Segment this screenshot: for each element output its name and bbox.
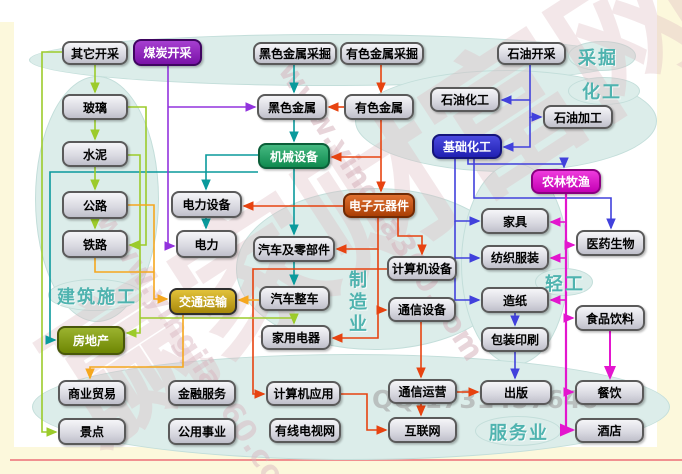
node-power-equipment: 电力设备 xyxy=(171,191,242,218)
edge-27 xyxy=(454,221,481,263)
edge-37 xyxy=(41,51,62,437)
node-pharma-bio: 医药生物 xyxy=(576,230,645,256)
edge-42 xyxy=(94,258,154,273)
node-computer-equipment: 计算机设备 xyxy=(387,256,457,281)
node-oil-extraction: 石油开采 xyxy=(497,42,566,65)
region-chemical-ellipse-1 xyxy=(568,77,640,105)
node-electronic-components: 电子元器件 xyxy=(343,193,415,218)
node-food-beverage: 食品饮料 xyxy=(575,305,645,331)
node-agriculture: 农林牧渔 xyxy=(531,169,601,194)
edge-16 xyxy=(252,268,387,399)
node-financial-services: 金融服务 xyxy=(168,380,236,406)
node-electric-power: 电力 xyxy=(176,230,237,258)
region-label-light-industry: 轻工 xyxy=(545,274,585,295)
edge-30 xyxy=(473,159,616,230)
node-computer-application: 计算机应用 xyxy=(266,381,341,406)
edge-41 xyxy=(128,204,169,304)
region-services-ellipse-0 xyxy=(32,354,670,460)
node-packaging-printing: 包装印刷 xyxy=(481,327,549,352)
node-public-utilities: 公用事业 xyxy=(168,418,236,445)
edge-20 xyxy=(341,393,388,435)
node-glass: 玻璃 xyxy=(62,94,128,120)
region-label-services: 服务业 xyxy=(489,423,549,444)
node-coal-mining: 煤炭开采 xyxy=(133,39,202,66)
node-internet: 互联网 xyxy=(388,417,457,443)
node-commerce-trade: 商业贸易 xyxy=(58,380,126,406)
node-railway: 铁路 xyxy=(62,230,128,258)
region-label-chemical: 化工 xyxy=(582,82,622,103)
frame-left-border xyxy=(0,22,14,474)
edge-21 xyxy=(164,66,176,251)
node-petrochemical: 石油化工 xyxy=(430,87,500,112)
node-textile-apparel: 纺织服装 xyxy=(481,245,549,270)
region-label-mining: 采掘 xyxy=(578,48,618,69)
region-mining-ellipse-1 xyxy=(568,41,636,71)
node-catering: 餐饮 xyxy=(575,380,644,405)
edge-39 xyxy=(125,154,141,338)
region-label-manufacturing: 制造业 xyxy=(346,270,367,336)
node-oil-processing: 石油加工 xyxy=(543,105,613,129)
node-publishing: 出版 xyxy=(480,380,552,405)
node-papermaking: 造纸 xyxy=(481,287,549,313)
edge-29 xyxy=(467,157,569,169)
node-highway: 公路 xyxy=(62,191,128,219)
node-machinery: 机械设备 xyxy=(258,143,330,169)
node-scenic-spots: 景点 xyxy=(58,418,126,445)
edge-40 xyxy=(140,313,299,325)
edge-26 xyxy=(454,159,481,226)
node-home-appliance: 家用电器 xyxy=(261,325,331,350)
edge-4 xyxy=(201,154,258,191)
node-real-estate: 房地产 xyxy=(57,326,125,355)
frame-bottom-line xyxy=(10,459,682,461)
edge-15 xyxy=(331,310,379,343)
node-transportation: 交通运输 xyxy=(169,288,237,315)
edge-45 xyxy=(559,194,576,437)
node-hotel: 酒店 xyxy=(575,418,644,443)
edge-44 xyxy=(85,315,184,380)
region-label-construction: 建筑施工 xyxy=(57,287,137,308)
node-nonferrous-metal: 有色金属 xyxy=(344,94,414,120)
node-other-mining: 其它开采 xyxy=(62,41,128,65)
node-furniture: 家具 xyxy=(481,208,549,234)
region-services-ellipse-1 xyxy=(475,416,561,446)
edge-38 xyxy=(128,106,147,250)
node-cable-tv: 有线电视网 xyxy=(269,418,341,443)
node-basic-chemical: 基础化工 xyxy=(432,134,502,159)
edge-25 xyxy=(502,117,531,152)
node-telecom-operation: 通信运营 xyxy=(388,379,457,404)
node-nonferrous-mining: 有色金属采掘 xyxy=(340,42,424,65)
edge-28 xyxy=(454,258,481,305)
node-auto-vehicle: 汽车整车 xyxy=(259,286,330,311)
edge-14 xyxy=(376,249,388,315)
node-auto-parts: 汽车及零部件 xyxy=(253,236,335,262)
node-ferrous-metal: 黑色金属 xyxy=(257,94,327,120)
edge-23 xyxy=(500,65,531,105)
region-construction-ellipse-1 xyxy=(48,279,142,311)
node-telecom-equipment: 通信设备 xyxy=(388,297,456,322)
edge-13 xyxy=(397,218,427,256)
node-cement: 水泥 xyxy=(62,141,128,167)
edge-6 xyxy=(45,171,258,345)
edge-12 xyxy=(335,218,379,254)
edge-24 xyxy=(529,100,543,122)
node-ferrous-mining: 黑色金属采掘 xyxy=(253,42,337,65)
